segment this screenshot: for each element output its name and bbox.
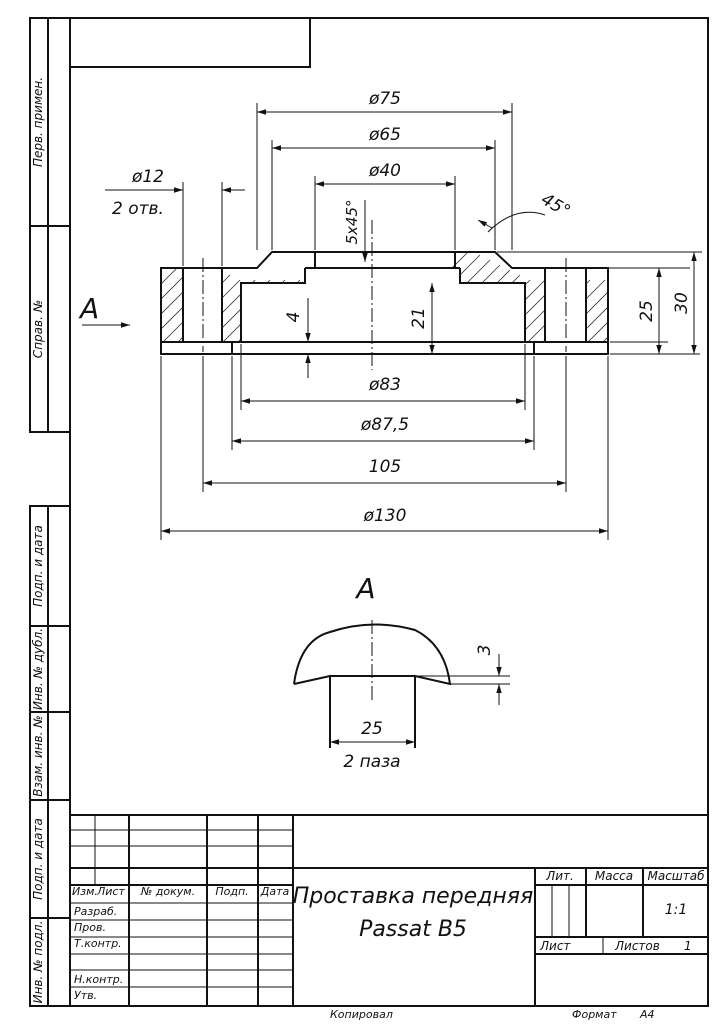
tb-sheet-label: Лист [539,939,571,953]
stamp-vzam-inv: Взам. инв. № [31,715,45,796]
tb-role-tkontr: Т.контр. [74,937,122,950]
tb-header-doc-no: № докум. [140,885,195,898]
dim-d75: ø75 [368,89,401,109]
stamp-sprav-n: Справ. № [31,300,45,358]
title-block [69,814,709,1007]
stamp-inv-podl: Инв. № подл. [31,921,45,1004]
dim-25: 25 [637,300,657,322]
tb-massa-label: Масса [595,869,633,883]
dim-30: 30 [672,292,692,314]
dim-chamfer: 5x45° [343,199,361,244]
left-stamp-lower [29,505,71,1007]
dim-21: 21 [409,307,429,329]
stamp-inv-dubl: Инв. № дубл. [31,628,45,710]
tb-masshtab-label: Масштаб [647,869,705,883]
section-view [160,220,609,370]
dim-d12: ø12 [131,167,164,187]
view-a-title: A [354,572,375,605]
dim-105: 105 [369,457,401,477]
dim-d83: ø83 [368,375,401,395]
dimensions-inner [305,283,435,378]
dim-4: 4 [284,312,304,323]
tb-sheets-label: Листов [614,939,660,953]
tb-name-line2: Passat B5 [359,917,467,942]
dim-d130: ø130 [363,506,407,526]
tb-role-razrab: Разраб. [74,905,117,918]
view-a: A 3 25 2 паза [293,572,510,772]
section-hatching [161,252,608,342]
dim-d40: ø40 [368,161,401,181]
tb-copied-label: Копировал [330,1008,393,1021]
top-left-box [70,18,311,68]
dimensions-right [497,251,702,355]
stamp-podp-data-1: Подп. и дата [31,525,45,607]
stamp-podp-data-2: Подп. и дата [31,818,45,900]
tb-header-podp: Подп. [215,885,248,898]
tb-role-prov: Пров. [74,921,106,934]
dim-angle-45: 45° [537,189,573,221]
section-arrow-a: A [78,292,130,328]
dim-d65: ø65 [368,125,401,145]
tb-role-utv: Утв. [74,989,97,1002]
view-a-dim-25: 25 [361,719,383,739]
tb-header-list: Лист [96,885,125,898]
tb-name-line1: Проставка передняя [293,884,534,909]
tb-header-data: Дата [260,885,290,898]
tb-sheets-value: 1 [684,939,692,953]
arrow-a-label: A [78,292,99,325]
view-a-dim-3: 3 [475,645,495,656]
view-a-slots: 2 паза [343,752,400,772]
tb-scale-value: 1:1 [665,902,688,918]
stamp-perv-primen: Перв. примен. [31,77,45,167]
tb-format-value: A4 [639,1008,655,1021]
tb-lit-label: Лит. [545,869,574,883]
dimensions-lower [160,344,609,540]
tb-format-label: Формат [572,1008,617,1021]
tb-header-izm: Изм. [72,885,98,898]
tb-role-nkontr: Н.контр. [74,973,123,986]
dim-d87-5: ø87,5 [360,415,409,435]
dim-holes-count: 2 отв. [112,199,164,219]
